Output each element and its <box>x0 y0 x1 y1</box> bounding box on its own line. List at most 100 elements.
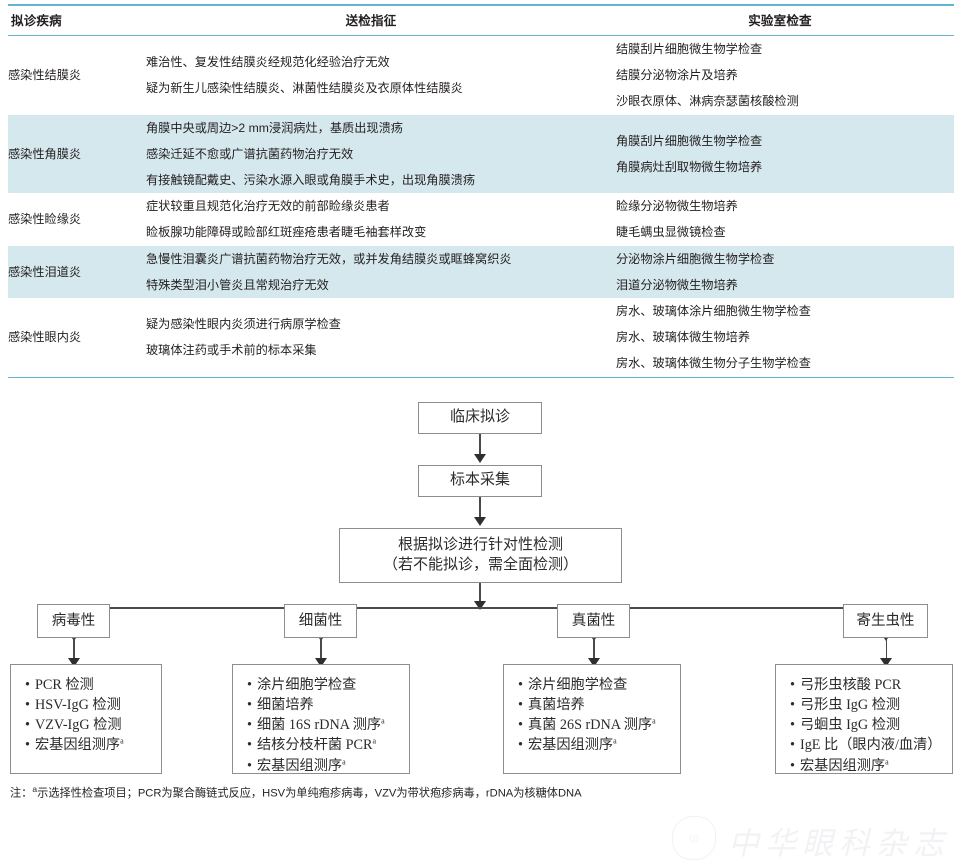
test-list-item: 涂片细胞学检查 <box>518 675 680 695</box>
cell-indications: 角膜中央或周边>2 mm浸润病灶，基质出现溃疡感染迁延不愈或广谱抗菌药物治疗无效… <box>136 114 606 194</box>
test-list-item: 宏基因组测序a <box>25 735 161 755</box>
footnote-prefix: 注： <box>10 787 33 800</box>
arrow-step3-split <box>474 601 486 610</box>
cell-line: 难治性、复发性结膜炎经规范化经验治疗无效 <box>146 55 390 70</box>
test-list: 涂片细胞学检查真菌培养真菌 26S rDNA 测序a宏基因组测序a <box>518 675 680 756</box>
connector-step3-split <box>479 583 481 608</box>
column-header-lab: 实验室检查 <box>606 4 954 36</box>
test-list: 涂片细胞学检查细菌培养细菌 16S rDNA 测序a结核分枝杆菌 PCRa宏基因… <box>247 675 409 776</box>
flow-branch-label-viral: 病毒性 <box>37 604 110 638</box>
cell-line: 泪道分泌物微生物培养 <box>616 277 738 292</box>
flow-step-targeted-testing-line1: 根据拟诊进行针对性检测 <box>397 537 563 554</box>
table-row: 感染性泪道炎急慢性泪囊炎广谱抗菌药物治疗无效，或并发角结膜炎或眶蜂窝织炎特殊类型… <box>8 245 954 299</box>
test-list-item: PCR 检测 <box>25 675 161 695</box>
arrow-bacterial-list <box>314 658 327 667</box>
split-bar <box>73 607 886 609</box>
cell-line: 结膜刮片细胞微生物学检查 <box>616 42 763 56</box>
watermark-text: 中华眼科杂志 <box>728 826 950 861</box>
cell-labs: 房水、玻璃体涂片细胞微生物学检查房水、玻璃体微生物培养房水、玻璃体微生物分子生物… <box>606 298 954 378</box>
table-row: 感染性睑缘炎症状较重且规范化治疗无效的前部睑缘炎患者睑板腺功能障碍或睑部红斑痤疮… <box>8 193 954 245</box>
cell-line: 沙眼衣原体、淋病奈瑟菌核酸检测 <box>616 94 799 109</box>
test-list-item: VZV-IgG 检测 <box>25 715 161 735</box>
cell-line: 特殊类型泪小管炎且常规治疗无效 <box>146 277 329 292</box>
footnote-text: 示选择性检查项目；PCR为聚合酶链式反应，HSV为单纯疱疹病毒，VZV为带状疱疹… <box>37 787 582 800</box>
table-row: 感染性角膜炎角膜中央或周边>2 mm浸润病灶，基质出现溃疡感染迁延不愈或广谱抗菌… <box>8 114 954 194</box>
test-list-item: 细菌 16S rDNA 测序a <box>247 715 409 735</box>
arrow-viral-list <box>67 658 80 667</box>
selective-test-marker: a <box>613 736 617 746</box>
test-list-item: 弓形虫核酸 PCR <box>790 675 952 695</box>
flow-tests-fungal: 涂片细胞学检查真菌培养真菌 26S rDNA 测序a宏基因组测序a <box>503 664 681 774</box>
connector-step1-step2 <box>479 434 481 457</box>
table-row: 感染性结膜炎 难治性、复发性结膜炎经规范化经验治疗无效疑为新生儿感染性结膜炎、淋菌… <box>8 36 954 115</box>
arrow-fungal-list <box>587 658 600 667</box>
table-row: 感染性眼内炎疑为感染性眼内炎须进行病原学检查玻璃体注药或手术前的标本采集房水、玻… <box>8 298 954 378</box>
flow-tests-bacterial: 涂片细胞学检查细菌培养细菌 16S rDNA 测序a结核分枝杆菌 PCRa宏基因… <box>232 664 410 774</box>
connector-bacterial-list <box>320 638 322 664</box>
lab-indication-table: 拟诊疾病 送检指征 实验室检查 感染性结膜炎 难治性、复发性结膜炎经规范化经验治疗… <box>8 4 954 378</box>
cell-line: 急慢性泪囊炎广谱抗菌药物治疗无效，或并发角结膜炎或眶蜂窝织炎 <box>146 251 512 266</box>
connector-fungal-list <box>593 638 595 664</box>
cell-indications: 症状较重且规范化治疗无效的前部睑缘炎患者睑板腺功能障碍或睑部红斑痤疮患者睫毛袖套… <box>136 193 606 245</box>
table-header-row: 拟诊疾病 送检指征 实验室检查 <box>8 4 954 36</box>
connector-viral-list <box>73 638 75 664</box>
arrow-step1-step2 <box>474 454 486 463</box>
cell-line: 房水、玻璃体微生物分子生物学检查 <box>616 356 811 371</box>
test-list-item: 真菌 26S rDNA 测序a <box>518 715 680 735</box>
test-list-item: HSV-IgG 检测 <box>25 695 161 715</box>
table-body: 感染性结膜炎 难治性、复发性结膜炎经规范化经验治疗无效疑为新生儿感染性结膜炎、淋菌… <box>8 36 954 378</box>
arrow-parasitic-list <box>880 658 893 667</box>
cell-line: 结膜分泌物涂片及培养 <box>616 68 738 83</box>
cell-line: 感染迁延不愈或广谱抗菌药物治疗无效 <box>146 146 354 161</box>
footnote: 注：a示选择性检查项目；PCR为聚合酶链式反应，HSV为单纯疱疹病毒，VZV为带… <box>10 784 582 801</box>
cell-line: 房水、玻璃体涂片细胞微生物学检查 <box>616 304 811 319</box>
selective-test-marker: a <box>372 736 377 746</box>
cell-disease: 感染性眼内炎 <box>8 298 136 378</box>
test-list: 弓形虫核酸 PCR弓形虫 IgG 检测弓蛔虫 IgG 检测IgE 比（眼内液/血… <box>790 675 952 776</box>
column-header-indication: 送检指征 <box>136 4 606 36</box>
cell-line: 症状较重且规范化治疗无效的前部睑缘炎患者 <box>146 199 390 214</box>
cell-line: 睫毛螨虫显微镜检查 <box>616 225 726 240</box>
cell-line: 角膜刮片细胞微生物学检查 <box>616 133 763 148</box>
test-list-item: IgE 比（眼内液/血清） <box>790 735 952 755</box>
test-list-item: 弓形虫 IgG 检测 <box>790 695 952 715</box>
test-list-item: 弓蛔虫 IgG 检测 <box>790 715 952 735</box>
flow-branch-label-parasitic: 寄生虫性 <box>843 604 928 638</box>
cell-disease: 感染性泪道炎 <box>8 245 136 299</box>
cell-line: 疑为感染性眼内炎须进行病原学检查 <box>146 317 341 332</box>
table: 拟诊疾病 送检指征 实验室检查 感染性结膜炎 难治性、复发性结膜炎经规范化经验治疗… <box>8 4 954 378</box>
selective-test-marker: a <box>885 756 889 766</box>
cell-line: 有接触镜配戴史、污染水源入眼或角膜手术史，出现角膜溃疡 <box>146 173 476 188</box>
cell-line: 角膜病灶刮取物微生物培养 <box>616 159 763 174</box>
cell-labs: 结膜刮片细胞微生物学检查结膜分泌物涂片及培养沙眼衣原体、淋病奈瑟菌核酸检测 <box>606 36 954 115</box>
connector-parasitic-list <box>885 638 888 664</box>
test-list-item: 结核分枝杆菌 PCRa <box>247 735 409 755</box>
cell-disease: 感染性结膜炎 <box>8 68 82 83</box>
flow-step-targeted-testing-line2: （若不能拟诊，需全面检测） <box>382 556 578 573</box>
selective-test-marker: a <box>652 716 656 726</box>
test-list-item: 细菌培养 <box>247 695 409 715</box>
flow-step-specimen-collection: 标本采集 <box>418 465 542 497</box>
flow-branch-label-bacterial: 细菌性 <box>284 604 357 638</box>
test-list-item: 宏基因组测序a <box>247 756 409 776</box>
connector-step2-step3 <box>479 497 481 520</box>
cell-line: 玻璃体注药或手术前的标本采集 <box>146 343 317 358</box>
column-header-disease: 拟诊疾病 <box>8 4 136 36</box>
cell-line: 疑为新生儿感染性结膜炎、淋菌性结膜炎及衣原体性结膜炎 <box>146 81 463 96</box>
watermark-seal-icon: 印 <box>672 816 716 860</box>
flow-branch-label-fungal: 真菌性 <box>557 604 630 638</box>
cell-labs: 分泌物涂片细胞微生物学检查泪道分泌物微生物培养 <box>606 245 954 299</box>
flow-tests-viral: PCR 检测HSV-IgG 检测VZV-IgG 检测宏基因组测序a <box>10 664 162 774</box>
journal-watermark: 印 中华眼科杂志 <box>672 812 944 868</box>
arrow-step2-step3 <box>474 517 486 526</box>
footnote-superscript: a <box>32 784 38 794</box>
cell-line: 房水、玻璃体微生物培养 <box>616 330 751 345</box>
flow-step-clinical-diagnosis: 临床拟诊 <box>418 402 542 434</box>
selective-test-marker: a <box>120 736 124 746</box>
test-list-item: 涂片细胞学检查 <box>247 675 409 695</box>
cell-line: 睑缘分泌物微生物培养 <box>616 199 738 214</box>
test-list: PCR 检测HSV-IgG 检测VZV-IgG 检测宏基因组测序a <box>25 675 161 756</box>
cell-indications: 疑为感染性眼内炎须进行病原学检查玻璃体注药或手术前的标本采集 <box>136 298 606 378</box>
cell-indications: 急慢性泪囊炎广谱抗菌药物治疗无效，或并发角结膜炎或眶蜂窝织炎特殊类型泪小管炎且常… <box>136 245 606 299</box>
test-list-item: 宏基因组测序a <box>518 735 680 755</box>
